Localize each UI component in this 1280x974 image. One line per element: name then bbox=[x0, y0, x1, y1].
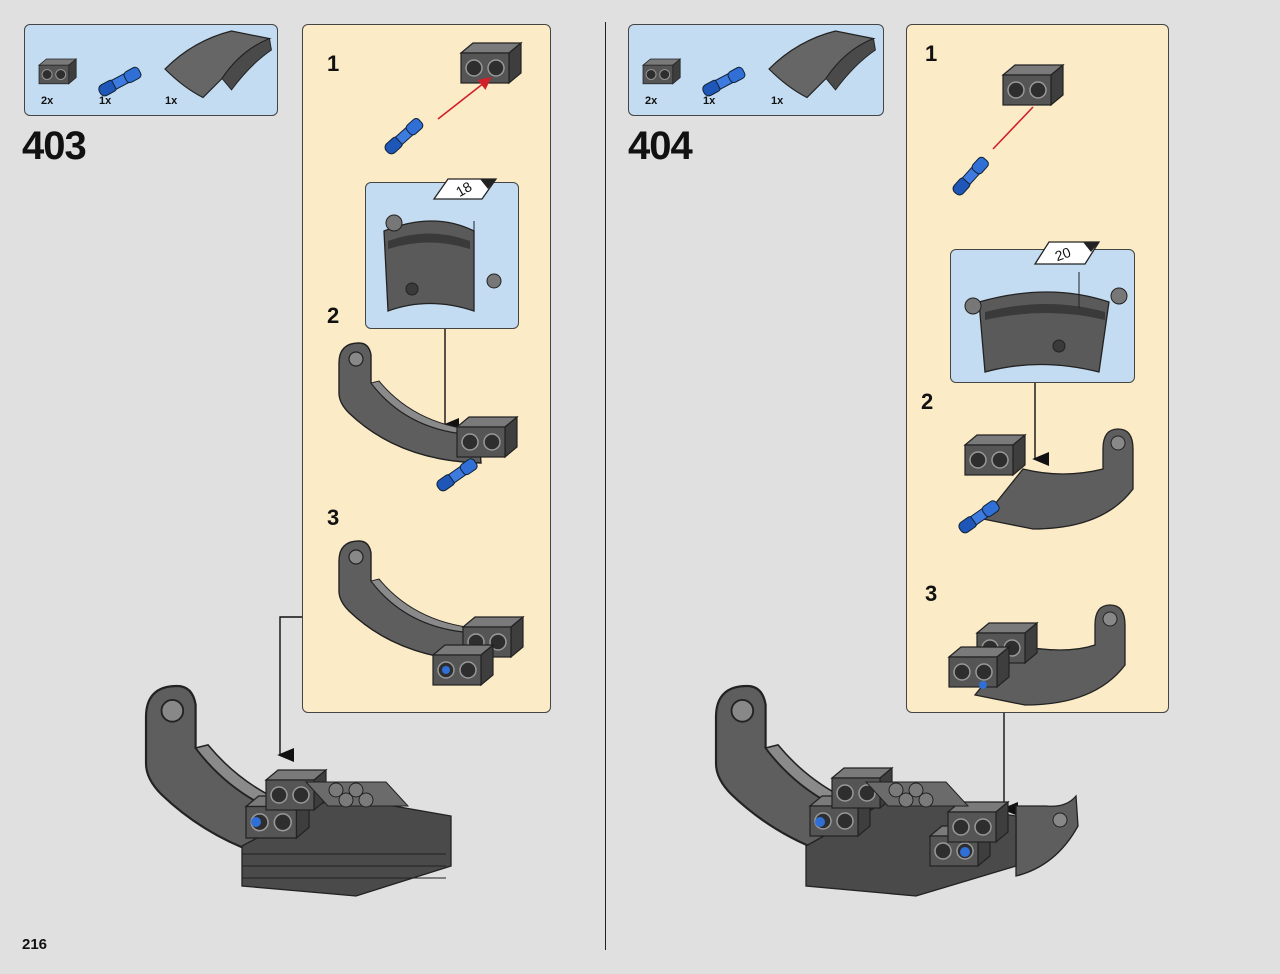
curved-panel-icon bbox=[164, 30, 273, 99]
page-divider bbox=[605, 22, 606, 950]
parts-list-403: 2x 1x 1x bbox=[24, 24, 278, 116]
rotate-callout: 18 bbox=[365, 178, 519, 329]
rotate-callout: 20 bbox=[950, 241, 1135, 383]
connector-line bbox=[277, 616, 302, 762]
sub-step-number: 2 bbox=[327, 303, 340, 328]
rotate-icon bbox=[1033, 241, 1101, 265]
sub-step-3-illustration bbox=[338, 540, 524, 686]
part-qty: 2x bbox=[41, 95, 54, 107]
placement-arrow bbox=[442, 329, 459, 432]
blue-axle-pin-icon bbox=[700, 65, 747, 99]
part-qty: 1x bbox=[165, 95, 178, 107]
sub-step-number: 1 bbox=[327, 51, 340, 76]
main-assembly-403 bbox=[144, 684, 452, 897]
curved-panel-front-illustration bbox=[383, 214, 502, 312]
part-qty: 2x bbox=[645, 95, 658, 107]
step-number: 403 bbox=[22, 124, 87, 168]
curved-panel-front-illustration bbox=[964, 272, 1128, 373]
step-number: 404 bbox=[628, 124, 693, 168]
connector-line bbox=[1001, 713, 1018, 816]
rotate-icon bbox=[432, 178, 498, 200]
parts-list-404: 2x 1x 1x bbox=[628, 24, 884, 116]
sub-step-3-illustration bbox=[948, 604, 1126, 706]
part-qty: 1x bbox=[771, 95, 784, 107]
technic-brick-icon bbox=[642, 58, 681, 85]
part-qty: 1x bbox=[703, 95, 716, 107]
sub-step-number: 1 bbox=[925, 41, 938, 66]
technic-brick-icon bbox=[38, 58, 77, 85]
main-assembly-404 bbox=[714, 684, 1079, 897]
blue-axle-pin-icon bbox=[96, 65, 143, 99]
sub-step-number: 3 bbox=[327, 505, 340, 530]
sub-assembly-panel-404: 1 20 2 bbox=[906, 24, 1169, 713]
sub-step-1-illustration bbox=[950, 64, 1064, 198]
part-qty: 1x bbox=[99, 95, 112, 107]
sub-step-number: 3 bbox=[925, 581, 938, 606]
placement-arrow bbox=[1032, 383, 1049, 466]
curved-panel-icon bbox=[768, 30, 877, 99]
sub-step-1-illustration bbox=[382, 42, 522, 157]
page-number: 216 bbox=[22, 936, 48, 953]
sub-step-2-illustration bbox=[338, 342, 518, 494]
sub-step-2-illustration bbox=[956, 428, 1134, 536]
sub-assembly-panel-403: 1 18 2 bbox=[302, 24, 551, 713]
sub-step-number: 2 bbox=[921, 389, 934, 414]
